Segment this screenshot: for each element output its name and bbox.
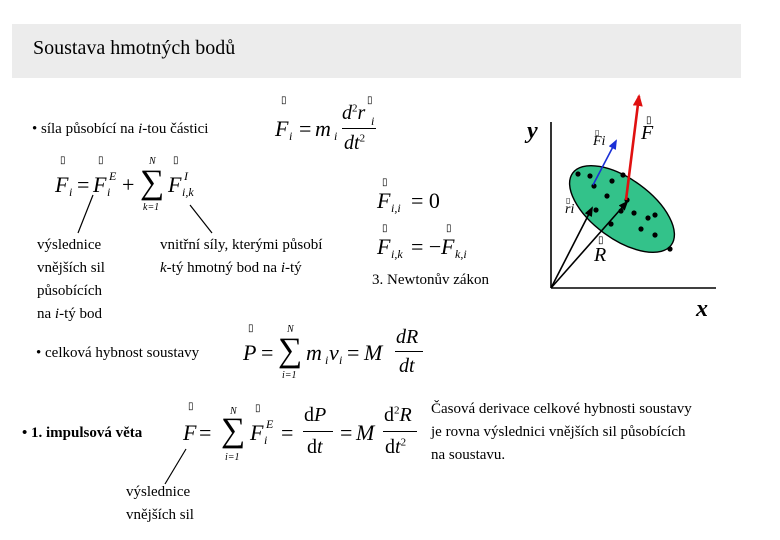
force-label: • síla působící na i-tou částici (32, 121, 209, 137)
vector-F (624, 94, 643, 201)
vector-ri (550, 206, 593, 289)
x-axis-label: x (696, 296, 708, 322)
slide-title: Soustava hmotných bodů (33, 37, 236, 59)
impulse-theorem-label: • 1. impulsová věta (22, 425, 143, 441)
y-axis-label: y (527, 118, 538, 144)
vector-Fi-label: ▯Fi (593, 128, 606, 149)
vector-R (550, 200, 629, 289)
momentum-label: • celková hybnost soustavy (36, 345, 200, 361)
pointer-line-external (77, 194, 94, 234)
pointer-line-impulse (164, 448, 187, 485)
conclusion-text: Časová derivace celkové hybnosti soustav… (431, 401, 692, 463)
vector-R-label: ▯R (594, 235, 607, 267)
vector-Fi (592, 139, 617, 186)
newton-third-law-label: 3. Newtonův zákon (372, 272, 490, 288)
vector-ri-label: ▯ri (565, 196, 575, 217)
title-bar (12, 24, 741, 78)
vector-F-label: ▯F (641, 115, 654, 145)
pointer-line-internal (189, 204, 213, 234)
